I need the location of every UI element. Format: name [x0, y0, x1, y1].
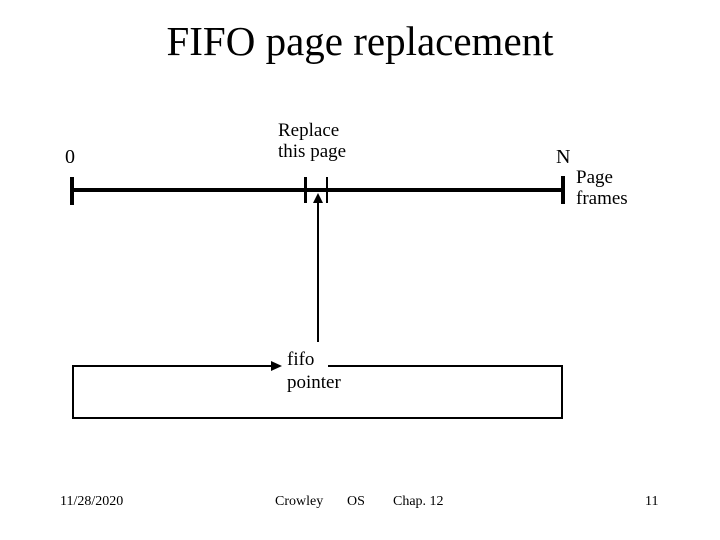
box-left-edge	[72, 365, 74, 419]
box-bottom-edge	[72, 417, 563, 419]
slide-title: FIFO page replacement	[166, 18, 554, 64]
box-top-edge-right-segment	[328, 365, 563, 367]
tick-replaced-page-right	[326, 177, 328, 203]
replace-label-line1: Replace	[278, 120, 340, 141]
fifo-label: fifo	[287, 349, 315, 370]
page-frames-line2: frames	[576, 188, 628, 209]
replace-label-line2: this page	[278, 141, 347, 162]
footer-chapter: Chap. 12	[393, 494, 444, 509]
n-label: N	[556, 146, 571, 168]
pointer-label: pointer	[287, 372, 341, 393]
page-frames-label: Page frames	[576, 167, 628, 209]
footer-course: OS	[347, 494, 365, 509]
number-line	[72, 188, 565, 192]
footer-author: Crowley	[275, 494, 324, 509]
replace-this-page-label: Replace this page	[278, 120, 346, 162]
fifo-pointer-arrowhead-up-icon	[313, 193, 323, 203]
fifo-label-arrowhead-right-icon	[271, 361, 282, 371]
footer-date: 11/28/2020	[60, 494, 124, 509]
origin-label: 0	[65, 146, 75, 168]
footer-slide-number: 11	[645, 494, 659, 509]
box-right-edge	[561, 365, 563, 419]
tick-right-end	[561, 176, 565, 204]
tick-replaced-page-left	[304, 177, 307, 203]
box-top-edge-left-segment	[72, 365, 271, 367]
page-frames-line1: Page	[576, 167, 613, 188]
tick-left-end	[70, 177, 74, 205]
fifo-pointer-arrow-line	[317, 202, 319, 342]
